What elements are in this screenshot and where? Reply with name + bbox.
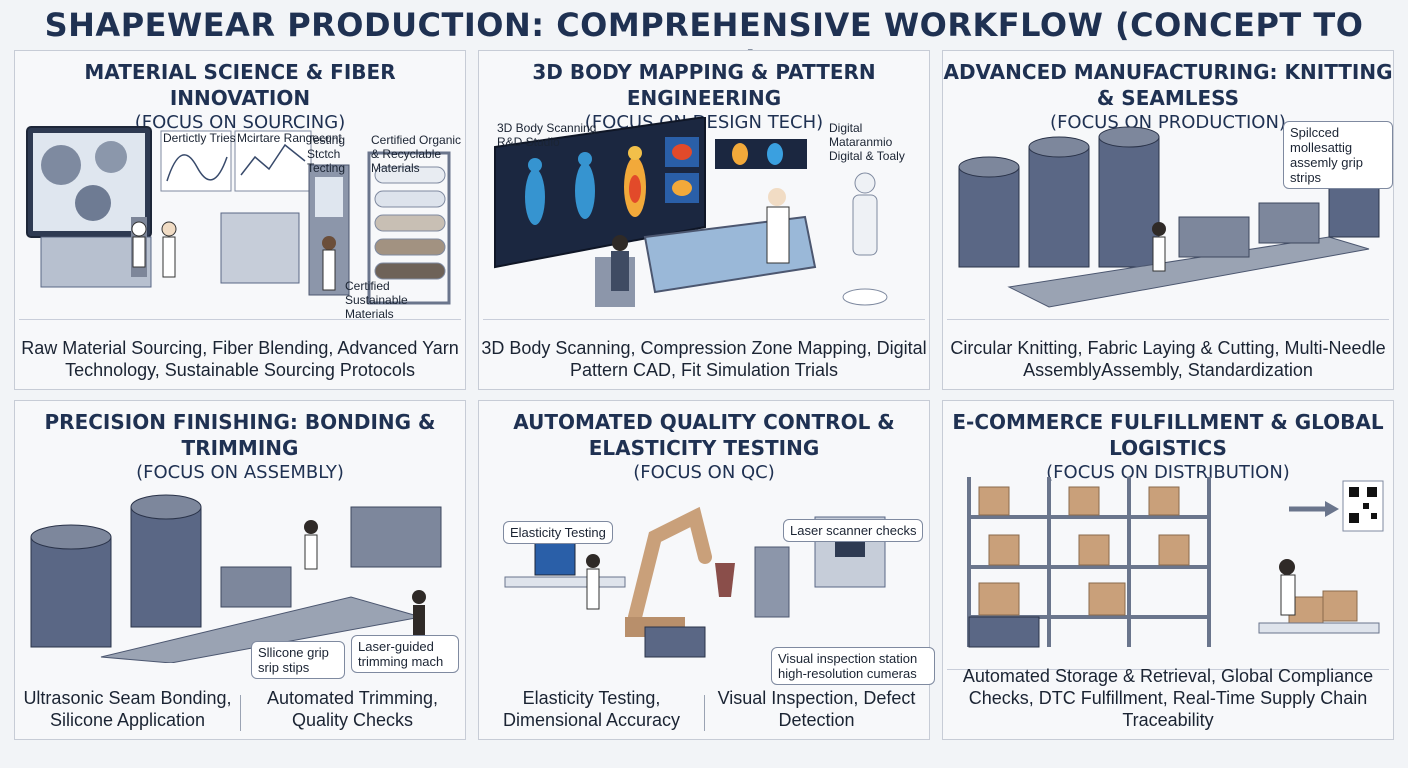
panel-caption: Elasticity Testing, Dimensional Accuracy… xyxy=(479,687,929,731)
panel-focus: (FOCUS ON PRODUCTION) xyxy=(1050,112,1286,133)
callout-visual-inspection: Visual inspection station high-resolutio… xyxy=(771,647,935,685)
divider xyxy=(947,319,1389,320)
panel-caption: Circular Knitting, Fabric Laying & Cutti… xyxy=(950,338,1386,380)
knitting-line-illustration xyxy=(958,126,1380,308)
panel-body-mapping: 3D BODY MAPPING & PATTERN ENGINEERING (F… xyxy=(478,50,930,390)
divider xyxy=(483,319,925,320)
panel-finishing: PRECISION FINISHING: BONDING & TRIMMING … xyxy=(14,400,466,740)
panel-focus: (FOCUS ON DISTRIBUTION) xyxy=(1046,462,1290,483)
panel-heading: MATERIAL SCIENCE & FIBER INNOVATION xyxy=(84,60,396,110)
panel-caption: Ultrasonic Seam Bonding, Silicone Applic… xyxy=(15,687,465,731)
caption-right: Visual Inspection, Defect Detection xyxy=(717,688,916,730)
panel-caption: Raw Material Sourcing, Fiber Blending, A… xyxy=(21,338,459,380)
label-testing: Testing Stctch Tecting xyxy=(307,133,346,175)
lab-illustration xyxy=(26,126,451,305)
panel-heading: 3D BODY MAPPING & PATTERN ENGINEERING xyxy=(532,60,876,110)
label-chart-2: Mcirtare Rangecont xyxy=(237,131,342,145)
callout-laser-trimming: Laser-guided trimming mach xyxy=(351,635,459,673)
panel-focus: (FOCUS ON SOURCING) xyxy=(134,112,346,133)
callout-silicone-grip: Sllicone grip srip stips xyxy=(251,641,345,679)
label-organic: Certified Organic & Recyclable Materials xyxy=(371,133,462,175)
panel-focus: (FOCUS ON QC) xyxy=(633,462,775,483)
panel-heading: PRECISION FINISHING: BONDING & TRIMMING xyxy=(44,410,436,460)
qc-lab-illustration xyxy=(504,506,886,658)
label-sustainable: Certified Sustainable Materials xyxy=(345,279,408,321)
panel-material-science: MATERIAL SCIENCE & FIBER INNOVATION (FOC… xyxy=(14,50,466,390)
label-digital-model: Digital Mataranmio Digital & Toaly xyxy=(829,121,905,163)
callout-elasticity-testing: Elasticity Testing xyxy=(503,521,613,544)
panel-heading: E-COMMERCE FULFILLMENT & GLOBAL LOGISTIC… xyxy=(952,410,1384,460)
divider xyxy=(19,319,461,320)
bonding-line-illustration xyxy=(30,494,442,663)
callout-grip-strips: Spilcced mollesattig assemly grip strips xyxy=(1283,121,1393,189)
panel-fulfillment: E-COMMERCE FULFILLMENT & GLOBAL LOGISTIC… xyxy=(942,400,1394,740)
divider xyxy=(947,669,1389,670)
caption-divider xyxy=(703,695,705,731)
body-scan-illustration xyxy=(494,117,888,307)
panel-manufacturing: ADVANCED MANUFACTURING: KNITTING & SEAML… xyxy=(942,50,1394,390)
workflow-grid: MATERIAL SCIENCE & FIBER INNOVATION (FOC… xyxy=(14,50,1394,760)
panel-caption: 3D Body Scanning, Compression Zone Mappi… xyxy=(481,338,927,380)
label-chart-1: Dertictly Tries xyxy=(163,131,236,145)
caption-left: Ultrasonic Seam Bonding, Silicone Applic… xyxy=(23,688,232,730)
caption-left: Elasticity Testing, Dimensional Accuracy xyxy=(502,688,681,730)
callout-laser-scanner: Laser scanner checks xyxy=(783,519,924,542)
panel-quality-control: AUTOMATED QUALITY CONTROL & ELASTICITY T… xyxy=(478,400,935,740)
panel-caption: Automated Storage & Retrieval, Global Co… xyxy=(962,666,1374,730)
caption-divider xyxy=(239,695,241,731)
warehouse-illustration xyxy=(967,477,1384,648)
panel-heading: ADVANCED MANUFACTURING: KNITTING & SEAML… xyxy=(943,60,1393,110)
caption-right: Automated Trimming, Quality Checks xyxy=(266,688,439,730)
panel-focus: (FOCUS ON ASSEMBLY) xyxy=(136,462,344,483)
label-scanning-studio: 3D Body Scanning R&D Studio xyxy=(497,121,597,149)
panel-heading: AUTOMATED QUALITY CONTROL & ELASTICITY T… xyxy=(513,410,895,460)
